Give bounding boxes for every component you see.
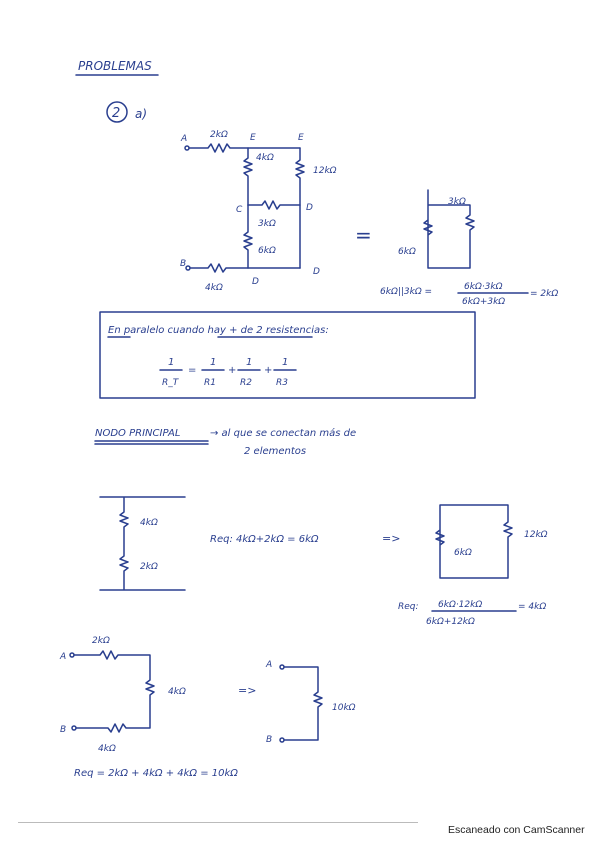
node-a-label: A [180, 134, 187, 144]
problem-number-circle [106, 101, 128, 123]
arrow-2: => [238, 684, 256, 697]
node-d1-label: D [306, 203, 313, 213]
wire-a-e [188, 143, 301, 153]
req-parallel-lhs: Req: [398, 602, 419, 612]
problem-number: 2 [112, 106, 120, 121]
wire-c-down [243, 204, 253, 269]
eq-lhs-den: R_T [162, 378, 180, 388]
nodo-principal-note: NODO PRINCIPAL → al que se conectan más … [94, 427, 356, 457]
wire-b-d [189, 263, 301, 273]
eq-r1-den: R1 [204, 378, 216, 388]
node-e1-label: E [250, 133, 256, 143]
nodo-line1: → al que se conectan más de [210, 427, 356, 439]
eq-r2-den: R2 [240, 378, 252, 388]
node-d3-label: D [313, 267, 320, 277]
parallel-rule-box: En paralelo cuando hay + de 2 resistenci… [99, 311, 476, 399]
node-d2-label: D [252, 277, 259, 287]
final-wires [73, 650, 155, 733]
req-parallel-res: = 4kΩ [518, 602, 546, 612]
final-node-a: A [59, 652, 66, 662]
parallel-pair-circuit: 3kΩ 6kΩ [398, 189, 475, 269]
equiv-node-b: B [266, 735, 272, 745]
nodo-line2: 2 elementos [244, 446, 306, 457]
equiv-circuit: A 10kΩ B [265, 660, 356, 745]
label-r-bd: 4kΩ [205, 283, 223, 293]
series-circuit: 4kΩ 2kΩ [99, 496, 186, 591]
circuit-1: A 2kΩ E E 4kΩ 12kΩ C D 3kΩ 6kΩ B 4kΩ D D [180, 130, 337, 293]
equiv-r: 10kΩ [332, 703, 356, 713]
final-r-mid: 4kΩ [168, 687, 186, 697]
final-r-top: 2kΩ [92, 636, 110, 646]
series-r2: 2kΩ [140, 562, 158, 572]
formula1-den: 6kΩ+3kΩ [462, 297, 505, 307]
parallel2-r-left: 6kΩ [454, 548, 472, 558]
series-r1: 4kΩ [140, 518, 158, 528]
arrow-1: => [382, 532, 400, 545]
label-r-cd: 3kΩ [258, 219, 276, 229]
final-r-bottom: 4kΩ [98, 744, 116, 754]
formula-1: 6kΩ||3kΩ = 6kΩ·3kΩ 6kΩ+3kΩ = 2kΩ [380, 282, 558, 307]
label-r-top: 3kΩ [448, 197, 466, 207]
equiv-wires [283, 666, 323, 741]
req-parallel-num: 6kΩ·12kΩ [438, 600, 482, 610]
box-border [99, 311, 476, 399]
formula1-num: 6kΩ·3kΩ [464, 282, 503, 292]
parallel-2-wires [435, 504, 513, 579]
final-circuit: A 2kΩ 4kΩ B 4kΩ [59, 636, 186, 754]
equiv-node-b-dot [279, 737, 285, 743]
formula1-lhs: 6kΩ||3kΩ = [380, 287, 432, 297]
eq-r1-num: 1 [210, 357, 216, 368]
nodo-heading-underline [94, 440, 209, 445]
eq-plus-2: + [264, 365, 272, 376]
equals-sign: = [355, 223, 372, 247]
page-title: PROBLEMAS [78, 59, 152, 73]
label-r-ae: 2kΩ [210, 130, 228, 140]
eq-r2-num: 1 [246, 357, 252, 368]
eq-lhs-num: 1 [168, 357, 174, 368]
scanner-watermark: Escaneado con CamScanner [448, 824, 585, 836]
label-r-left: 6kΩ [398, 247, 416, 257]
wire-c-d [247, 200, 301, 210]
box-note: En paralelo cuando hay + de 2 resistenci… [108, 325, 329, 336]
req-parallel-formula: Req: 6kΩ·12kΩ 6kΩ+12kΩ = 4kΩ [398, 600, 546, 627]
wire-right [295, 147, 305, 269]
parallel-2-circuit: 6kΩ 12kΩ [435, 504, 548, 579]
req-series: Req: 4kΩ+2kΩ = 6kΩ [210, 534, 319, 545]
nodo-heading: NODO PRINCIPAL [95, 428, 180, 439]
parallel-pair-wires [423, 189, 475, 269]
wire-e-c [243, 147, 253, 206]
problem-part: a) [135, 107, 147, 121]
node-e2-label: E [298, 133, 304, 143]
node-c-label: C [236, 205, 243, 215]
eq-r3-num: 1 [282, 357, 288, 368]
final-node-b: B [60, 725, 66, 735]
label-r-e-vert: 4kΩ [256, 153, 274, 163]
eq-r3-den: R3 [276, 378, 288, 388]
equiv-node-a: A [265, 660, 272, 670]
formula1-res: = 2kΩ [530, 289, 558, 299]
parallel2-r-right: 12kΩ [524, 530, 548, 540]
req-parallel-den: 6kΩ+12kΩ [426, 617, 475, 627]
req-final: Req = 2kΩ + 4kΩ + 4kΩ = 10kΩ [74, 768, 238, 779]
eq-equals: = [188, 365, 196, 376]
scan-edge-line [18, 822, 418, 823]
final-node-b-dot [71, 725, 77, 731]
series-wires [99, 496, 186, 591]
node-b-label: B [180, 259, 186, 269]
label-r-right: 12kΩ [313, 166, 337, 176]
eq-plus-1: + [228, 365, 236, 376]
label-r-c-vert: 6kΩ [258, 246, 276, 256]
